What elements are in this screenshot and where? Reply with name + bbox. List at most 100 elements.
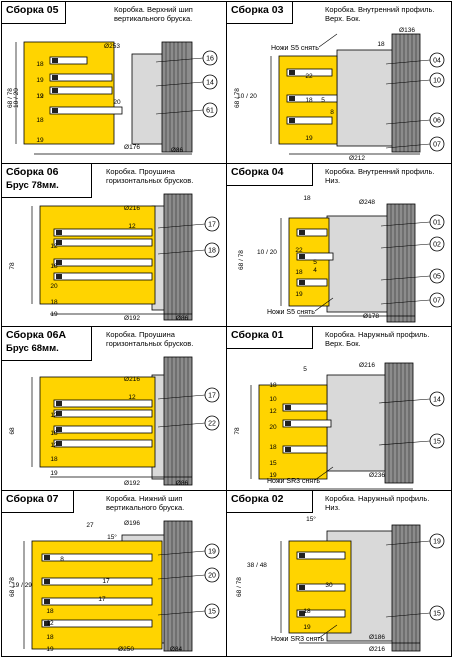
cutter-slot (282, 419, 332, 428)
dimension-label: 18 (50, 456, 58, 463)
cutter-slot (282, 403, 328, 412)
callout-circle (204, 242, 220, 258)
cutter-body (336, 49, 396, 147)
panel-title: Сборка 01 (231, 329, 284, 341)
dimension-label: 19 / 29 (12, 582, 32, 589)
knife-insert (289, 70, 295, 75)
spindle-shaft (163, 356, 193, 486)
leader-line (318, 33, 338, 48)
leader-line (378, 398, 431, 404)
panel-assembly-01: Сборка 01 Коробка. Наружный профиль. Вер… (226, 326, 452, 491)
callout-circle (429, 605, 445, 621)
cutter-slot (296, 609, 346, 618)
knife-insert (44, 599, 50, 604)
callout-circle (429, 292, 445, 308)
callout-number: 10 (433, 78, 441, 85)
cutter-slot (282, 445, 328, 454)
leader-line (157, 610, 206, 616)
dimension-label: 18 (46, 634, 54, 641)
cutter-slot (49, 106, 123, 115)
panel-description: Коробка. Нижний шип вертикального бруска… (106, 494, 185, 512)
panel-title: Сборка 02 (231, 493, 284, 505)
callout-number: 19 (433, 539, 441, 546)
cutter-slot (296, 252, 334, 261)
dimension-label: Ø86 (176, 480, 189, 487)
cutter-slot (53, 399, 153, 408)
dimension-label: Ø196 (124, 520, 140, 527)
cutter-slot (296, 551, 346, 560)
dimension-label: 20 (113, 99, 121, 106)
leader-line (385, 79, 431, 85)
panel-description: Коробка. Верхний шип вертикального бруск… (114, 5, 193, 23)
dimension-label: 5 (303, 366, 307, 373)
dimension-label: 18 (303, 195, 311, 202)
knife-insert (285, 447, 291, 452)
leader-line (380, 221, 431, 227)
callout-number: 22 (208, 421, 216, 428)
dimension-label: 18 (50, 430, 58, 437)
dimension-label: 22 (305, 73, 313, 80)
cutter-slot (286, 68, 333, 77)
dimension-label: Ø212 (349, 155, 365, 162)
leader-line (385, 59, 431, 65)
callout-number: 16 (206, 56, 214, 63)
spindle-shaft (391, 33, 421, 153)
dimension-label: 19 (50, 311, 58, 318)
dimension-label: 19 (303, 624, 311, 631)
knife-insert (285, 405, 291, 410)
dimension-label: 12 (36, 93, 44, 100)
cutter-body (326, 215, 390, 313)
knife-insert (44, 621, 50, 626)
dimension-label: 19 (295, 291, 303, 298)
leader-line (155, 109, 204, 115)
callout-number: 17 (208, 222, 216, 229)
knife-insert (52, 58, 58, 63)
knife-insert (299, 553, 305, 558)
leader-line (314, 466, 334, 481)
knife-note: Ножи S5 снять (267, 309, 315, 316)
dimension-label: 18 (36, 117, 44, 124)
dimension-label: 12 (128, 223, 136, 230)
panel-title: Сборка 06А (6, 329, 67, 341)
callout-circle (429, 236, 445, 252)
dimension-label: Ø236 (369, 472, 385, 479)
panel-assembly-05: Сборка 05 Коробка. Верхний шип вертикаль… (1, 1, 227, 164)
cutter-slot (296, 583, 346, 592)
panel-subtitle: Брус 68мм. (6, 343, 59, 354)
leader-line (380, 275, 431, 281)
cutter-slot (53, 409, 153, 418)
knife-note: Ножи S5 снять (271, 45, 319, 52)
cutter-slot (41, 597, 153, 606)
cutter-slot (53, 425, 153, 434)
cutter-slot (53, 272, 153, 281)
dimension-label: 19 (305, 135, 313, 142)
callout-number: 15 (433, 439, 441, 446)
dimension-label: 19 (269, 472, 277, 479)
spindle-shaft (386, 203, 416, 323)
dimension-label: 18 (50, 263, 58, 270)
dimension-label: Ø192 (124, 480, 140, 487)
panel-title: Сборка 07 (6, 493, 59, 505)
panel-assembly-04: Сборка 04 Коробка. Внутренний профиль. Н… (226, 163, 452, 327)
dimension-label: 5 (313, 259, 317, 266)
panel-description: Коробка. Проушина горизонтальных брусков… (106, 167, 194, 185)
cutter-slot (286, 116, 333, 125)
dimension-label: 19 (36, 93, 44, 100)
callout-circle (204, 543, 220, 559)
callout-number: 19 (208, 549, 216, 556)
knife-insert (299, 254, 305, 259)
dimension-label: 10 (269, 396, 277, 403)
dimension-label: 10 / 20 (257, 249, 277, 256)
knife-insert (299, 585, 305, 590)
callout-circle (429, 433, 445, 449)
cutter-slot (53, 258, 153, 267)
callout-number: 01 (433, 220, 441, 227)
dimension-label: 68 / 78 (236, 577, 243, 597)
leader-line (155, 81, 204, 87)
callout-number: 14 (433, 397, 441, 404)
dimension-label: 68 / 78 (7, 88, 14, 108)
spindle-shaft (161, 41, 193, 153)
knife-insert (56, 427, 62, 432)
dimension-label: Ø216 (359, 362, 375, 369)
knife-insert (299, 611, 305, 616)
